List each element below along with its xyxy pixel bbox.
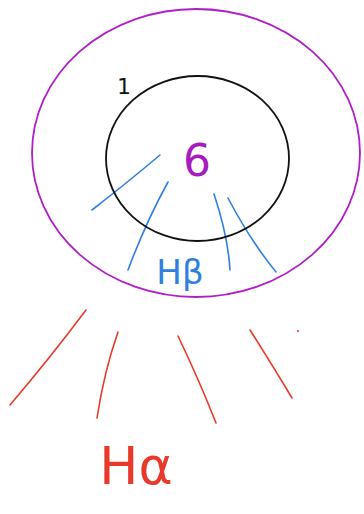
h-alpha-rays — [10, 310, 299, 423]
node-text: 1 — [117, 76, 131, 98]
node-text: 6 — [183, 139, 211, 183]
inner-circle: 6 — [105, 75, 290, 242]
ray-line — [10, 310, 86, 405]
ray-dot — [297, 330, 299, 332]
ray-line — [92, 155, 160, 210]
ray-line — [97, 332, 118, 418]
h-alpha-label: Hα — [99, 440, 172, 492]
circle-line — [32, 9, 360, 297]
ray-line — [214, 194, 230, 270]
ray-line — [178, 336, 216, 423]
ray-line — [250, 330, 292, 398]
circle-line — [106, 76, 289, 241]
h-beta-label: Hβ — [156, 255, 203, 289]
